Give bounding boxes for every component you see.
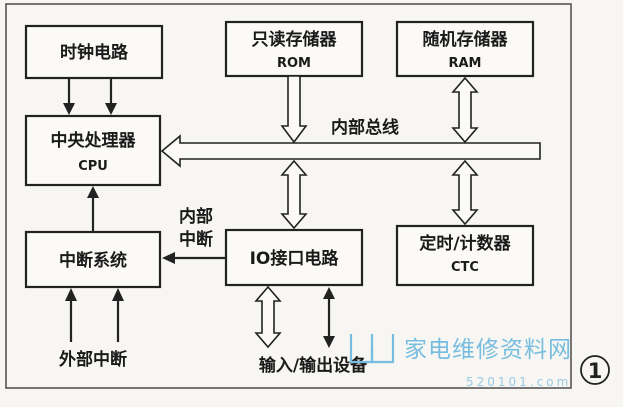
- block-ctc: 定时/计数器 CTC: [395, 224, 535, 287]
- block-io: IO接口电路: [224, 228, 364, 287]
- block-ram-sublabel: RAM: [448, 56, 481, 71]
- block-ctc-sublabel: CTC: [451, 260, 479, 275]
- arrow-clock-to-cpu-right: [105, 78, 117, 115]
- block-clock: 时钟电路: [24, 24, 164, 80]
- internal-interrupt-label-1: 内部: [179, 206, 213, 227]
- block-clock-label: 时钟电路: [60, 42, 129, 63]
- block-ram-label: 随机存储器: [423, 29, 509, 50]
- arrow-clock-to-cpu-left: [63, 78, 75, 115]
- internal-interrupt-label-2: 中断: [179, 229, 213, 250]
- internal-bus: 内部总线: [160, 117, 541, 168]
- block-cpu-sublabel: CPU: [78, 159, 108, 174]
- figure-number-text: 1: [588, 359, 603, 383]
- io-devices-label: 输入/输出设备: [259, 355, 368, 376]
- arrow-external-interrupt-right: [112, 288, 124, 342]
- block-interrupt-label: 中断系统: [59, 250, 127, 271]
- watermark-url: 520101.com: [466, 375, 571, 389]
- watermark-text: 家电维修资料网: [404, 337, 572, 363]
- block-cpu: 中央处理器 CPU: [24, 114, 162, 187]
- arrow-interrupt-to-cpu: [87, 186, 99, 232]
- block-rom: 只读存储器 ROM: [224, 20, 364, 78]
- watermark: 家电维修资料网 520101.com: [349, 334, 572, 389]
- arrow-io-bus: [280, 159, 308, 230]
- arrow-ctc-bus: [451, 159, 479, 226]
- block-interrupt: 中断系统: [24, 230, 162, 289]
- arrow-external-interrupt-left: [65, 288, 77, 342]
- arrow-io-to-interrupt: 内部 中断: [162, 206, 226, 264]
- block-cpu-label: 中央处理器: [51, 130, 137, 151]
- block-ram: 随机存储器 RAM: [395, 20, 535, 78]
- arrow-ram-bus: [451, 76, 479, 144]
- block-io-label: IO接口电路: [250, 248, 340, 269]
- arrow-rom-to-bus: [280, 75, 308, 144]
- diagram-frame: [5, 3, 572, 389]
- block-rom-sublabel: ROM: [277, 56, 311, 71]
- watermark-logo-icon: [349, 334, 395, 364]
- external-interrupt-label: 外部中断: [59, 349, 127, 370]
- arrow-io-devices-solid: [323, 287, 335, 348]
- block-rom-label: 只读存储器: [252, 29, 338, 50]
- internal-bus-label: 内部总线: [331, 117, 399, 138]
- block-ctc-label: 定时/计数器: [419, 233, 511, 254]
- figure-number: 1: [580, 355, 610, 385]
- arrow-io-devices-hollow: [254, 285, 282, 349]
